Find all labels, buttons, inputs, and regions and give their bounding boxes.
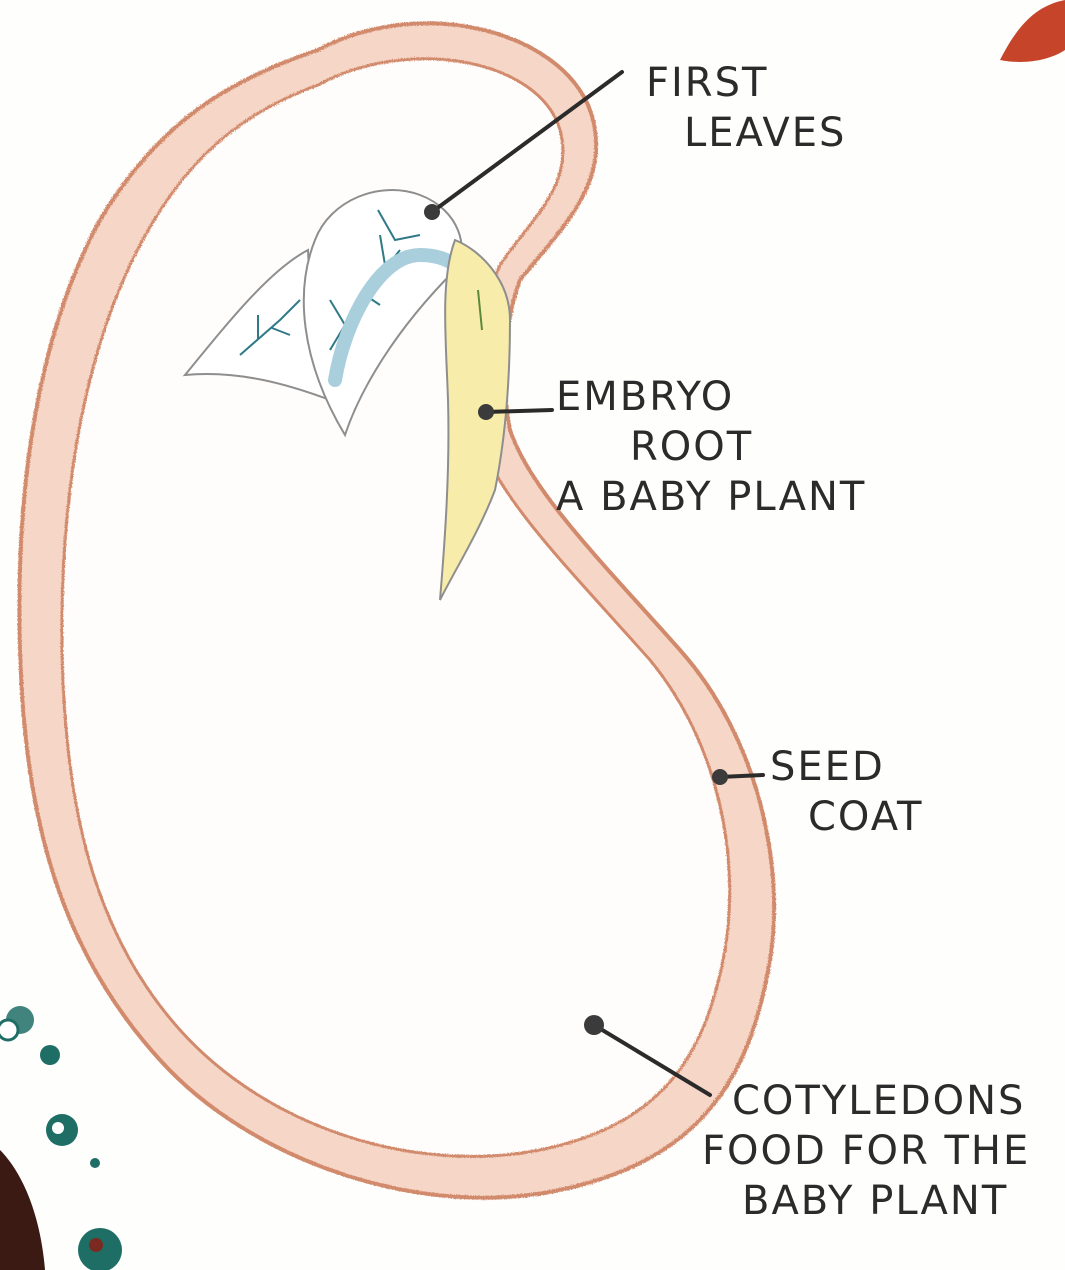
- leader-embryo: [486, 410, 552, 412]
- label-cotyledons-line1: COTYLEDONS: [702, 1076, 1030, 1126]
- label-seed-coat-line1: SEED: [770, 742, 923, 792]
- label-embryo-line2: ROOT: [556, 422, 866, 472]
- paint-red-splotch: [1000, 0, 1065, 62]
- paint-dark-blob: [0, 1150, 45, 1270]
- dot-embryo: [478, 404, 494, 420]
- paint-splotches-bottom-left: [0, 1006, 122, 1270]
- label-first-leaves-line2: LEAVES: [646, 108, 846, 158]
- label-seed-coat: SEED COAT: [770, 742, 923, 842]
- label-cotyledons: COTYLEDONS FOOD FOR THE BABY PLANT: [702, 1076, 1030, 1226]
- label-cotyledons-line2: FOOD FOR THE: [702, 1126, 1030, 1176]
- label-embryo-line3: A BABY PLANT: [556, 472, 866, 522]
- label-seed-coat-line2: COAT: [770, 792, 923, 842]
- label-embryo: EMBRYO ROOT A BABY PLANT: [556, 372, 866, 522]
- label-first-leaves-line1: FIRST: [646, 58, 846, 108]
- label-embryo-line1: EMBRYO: [556, 372, 866, 422]
- label-cotyledons-line3: BABY PLANT: [702, 1176, 1030, 1226]
- dot-first-leaves: [424, 204, 440, 220]
- dot-cotyledons: [584, 1015, 604, 1035]
- label-first-leaves: FIRST LEAVES: [646, 58, 846, 158]
- dot-seed-coat: [712, 769, 728, 785]
